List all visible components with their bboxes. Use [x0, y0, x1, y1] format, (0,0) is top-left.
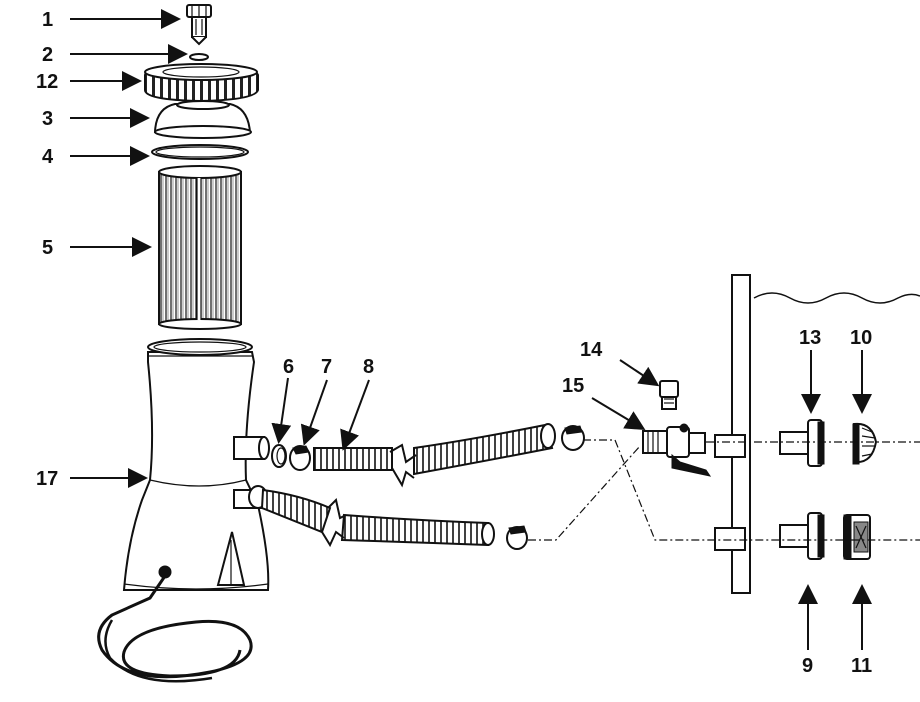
centerlines: [528, 439, 920, 541]
pool-wall: [714, 274, 920, 594]
callout-3: 3: [42, 108, 53, 130]
hose-clamp-upper-left: [289, 445, 311, 471]
filter-cartridge: [158, 165, 242, 330]
callout-arrows: [70, 9, 872, 650]
strainer-connector-upper: [779, 419, 825, 467]
plunger-valve: [642, 423, 712, 477]
o-ring-large: [151, 144, 249, 160]
pump-housing: [122, 338, 270, 591]
hose-lower: [248, 485, 495, 548]
callout-11: 11: [851, 655, 872, 677]
callout-9: 9: [802, 655, 813, 677]
lid-nut: [144, 63, 259, 103]
hose-clamp-upper-right: [561, 425, 585, 451]
callout-15: 15: [562, 375, 584, 397]
hose-clamp-lower-right: [506, 525, 528, 550]
filter-lid: [153, 100, 252, 139]
callout-17: 17: [36, 468, 58, 490]
callout-6: 6: [283, 356, 294, 378]
callout-2: 2: [42, 44, 53, 66]
callout-4: 4: [42, 146, 54, 168]
callout-1: 1: [42, 9, 53, 31]
power-cord: [97, 565, 253, 683]
callout-7: 7: [321, 356, 332, 378]
callout-14: 14: [580, 339, 603, 361]
callout-10: 10: [850, 327, 872, 349]
strainer-grid-lower: [843, 514, 871, 560]
air-release-valve: [659, 380, 679, 410]
strainer-grid-upper: [852, 422, 878, 465]
vent-screw: [186, 4, 212, 46]
o-ring-small: [189, 53, 209, 61]
callout-12: 12: [36, 71, 58, 93]
strainer-connector-lower: [779, 512, 825, 560]
hose-upper: [313, 423, 556, 488]
callout-8: 8: [363, 356, 374, 378]
callout-13: 13: [799, 327, 821, 349]
strainer-ring: [271, 444, 287, 468]
callout-5: 5: [42, 237, 53, 259]
